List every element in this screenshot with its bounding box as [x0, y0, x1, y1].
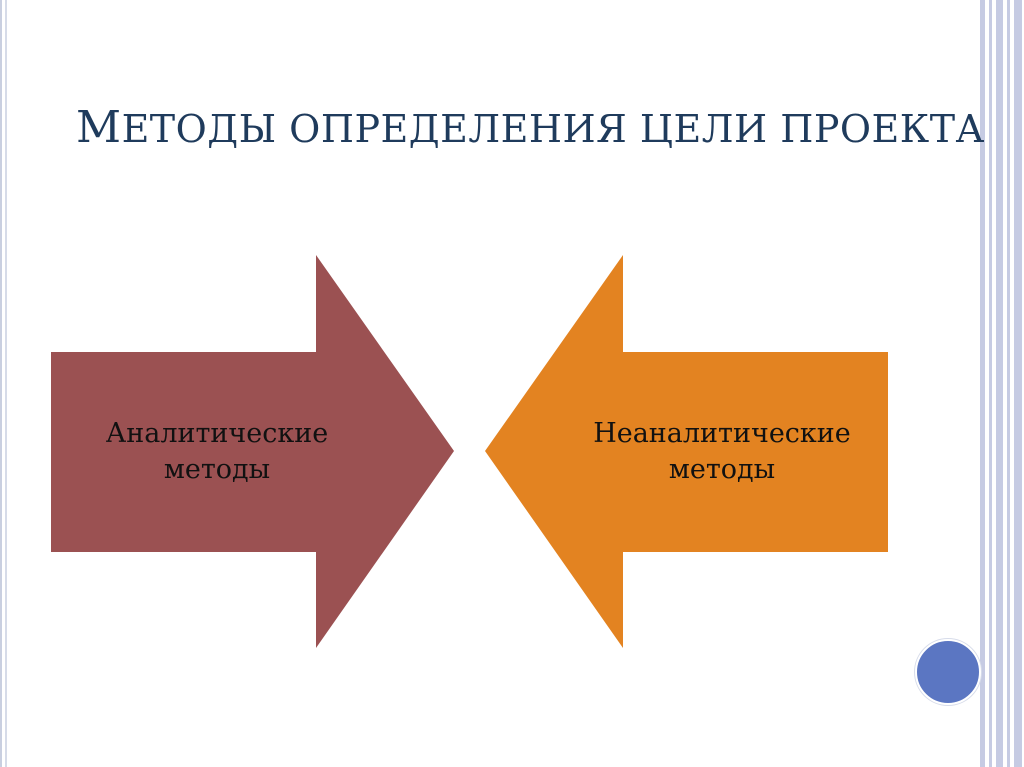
left-border-decoration: [0, 0, 10, 767]
slide-title: МЕТОДЫ ОПРЕДЕЛЕНИЯ ЦЕЛИ ПРОЕКТА: [76, 102, 984, 153]
title-first-letter: М: [76, 102, 122, 153]
right-arrow-label-line2: методы: [668, 454, 776, 485]
right-arrow-label: Неаналитические методы: [562, 416, 882, 488]
left-arrow-shape: [51, 255, 454, 648]
right-stripes-decoration: [978, 0, 1024, 767]
right-arrow-shape: [485, 255, 888, 648]
title-rest: ЕТОДЫ ОПРЕДЕЛЕНИЯ ЦЕЛИ ПРОЕКТА: [121, 107, 985, 151]
left-arrow-label-line2: методы: [163, 454, 271, 485]
right-arrow-label-line1: Неаналитические: [593, 418, 851, 449]
left-arrow-label-line1: Аналитические: [105, 418, 329, 449]
accent-circle-decoration: [915, 639, 981, 705]
left-arrow-label: Аналитические методы: [72, 416, 362, 488]
